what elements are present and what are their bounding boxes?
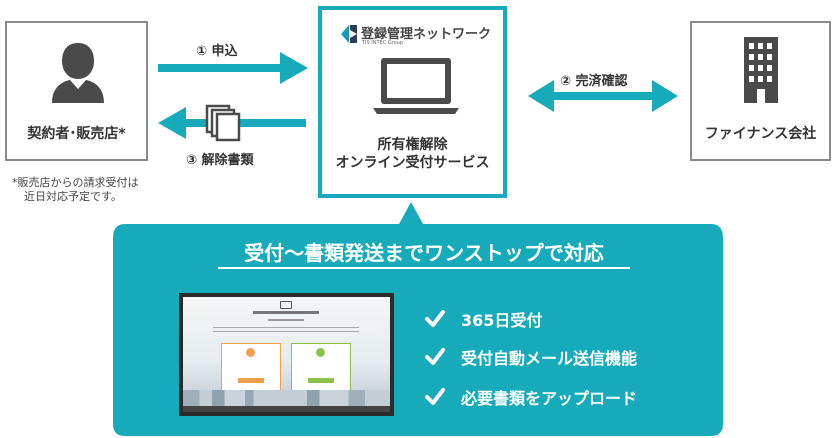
service-name-line-2: オンライン受付サービス: [335, 155, 490, 171]
service-name-line-1: 所有権解除: [377, 137, 448, 153]
check-icon: [425, 310, 445, 327]
laptop-icon: [373, 58, 459, 114]
contractor-box: 契約者･販売店*: [5, 21, 148, 161]
contractor-label: 契約者･販売店*: [27, 126, 126, 142]
feature-label-3: 必要書類をアップロード: [461, 389, 638, 408]
preview-text-line-1: [213, 327, 359, 328]
preview-subtitle-bar: [268, 319, 304, 321]
footnote-line-1: *販売店からの請求受付は: [12, 176, 139, 189]
service-box: 登録管理ネットワーク TIS INTEC Group 所有権解除 オンライン受付…: [318, 6, 507, 198]
feature-item-2: 受付自動メール送信機能: [425, 345, 637, 369]
preview-card-right-icon: [316, 348, 325, 357]
logo-icon: [341, 25, 357, 43]
feature-item-3: 必要書類をアップロード: [425, 385, 637, 409]
apply-arrow: [158, 52, 308, 84]
documents-icon: [205, 104, 241, 142]
preview-logo-icon: [280, 301, 292, 309]
feature-label-2: 受付自動メール送信機能: [461, 349, 638, 368]
screenshot-preview: [179, 293, 394, 416]
preview-card-left: [221, 343, 281, 391]
confirm-arrow: [528, 80, 678, 112]
check-icon: [425, 348, 445, 365]
preview-card-left-icon: [246, 348, 255, 357]
preview-card-right: [291, 343, 351, 391]
service-name: 所有権解除 オンライン受付サービス: [322, 136, 503, 172]
docs-label: ③ 解除書類: [186, 153, 254, 168]
logo-subtext: TIS INTEC Group: [362, 40, 404, 46]
preview-card-right-button: [308, 378, 334, 383]
finance-label: ファイナンス会社: [704, 126, 817, 142]
preview-footer: [183, 406, 390, 412]
logo-text: 登録管理ネットワーク: [361, 27, 492, 42]
footnote: *販売店からの請求受付は 近日対応予定です。: [12, 176, 139, 204]
banner-title-underline: [218, 267, 630, 269]
feature-item-1: 365日受付: [425, 307, 542, 331]
finance-box: ファイナンス会社: [690, 21, 831, 161]
preview-skyline: [183, 390, 390, 406]
confirm-label: ② 完済確認: [560, 74, 628, 89]
preview-title-bar: [253, 311, 319, 314]
person-icon: [52, 43, 104, 103]
building-icon: [744, 37, 778, 103]
preview-card-left-button: [238, 378, 264, 383]
check-icon: [425, 388, 445, 405]
footnote-line-2: 近日対応予定です。: [24, 190, 122, 203]
preview-text-line-2: [213, 331, 359, 332]
apply-label: ① 申込: [196, 44, 238, 59]
banner-title: 受付～書類発送までワンストップで対応: [244, 241, 604, 265]
feature-label-1: 365日受付: [461, 311, 543, 330]
